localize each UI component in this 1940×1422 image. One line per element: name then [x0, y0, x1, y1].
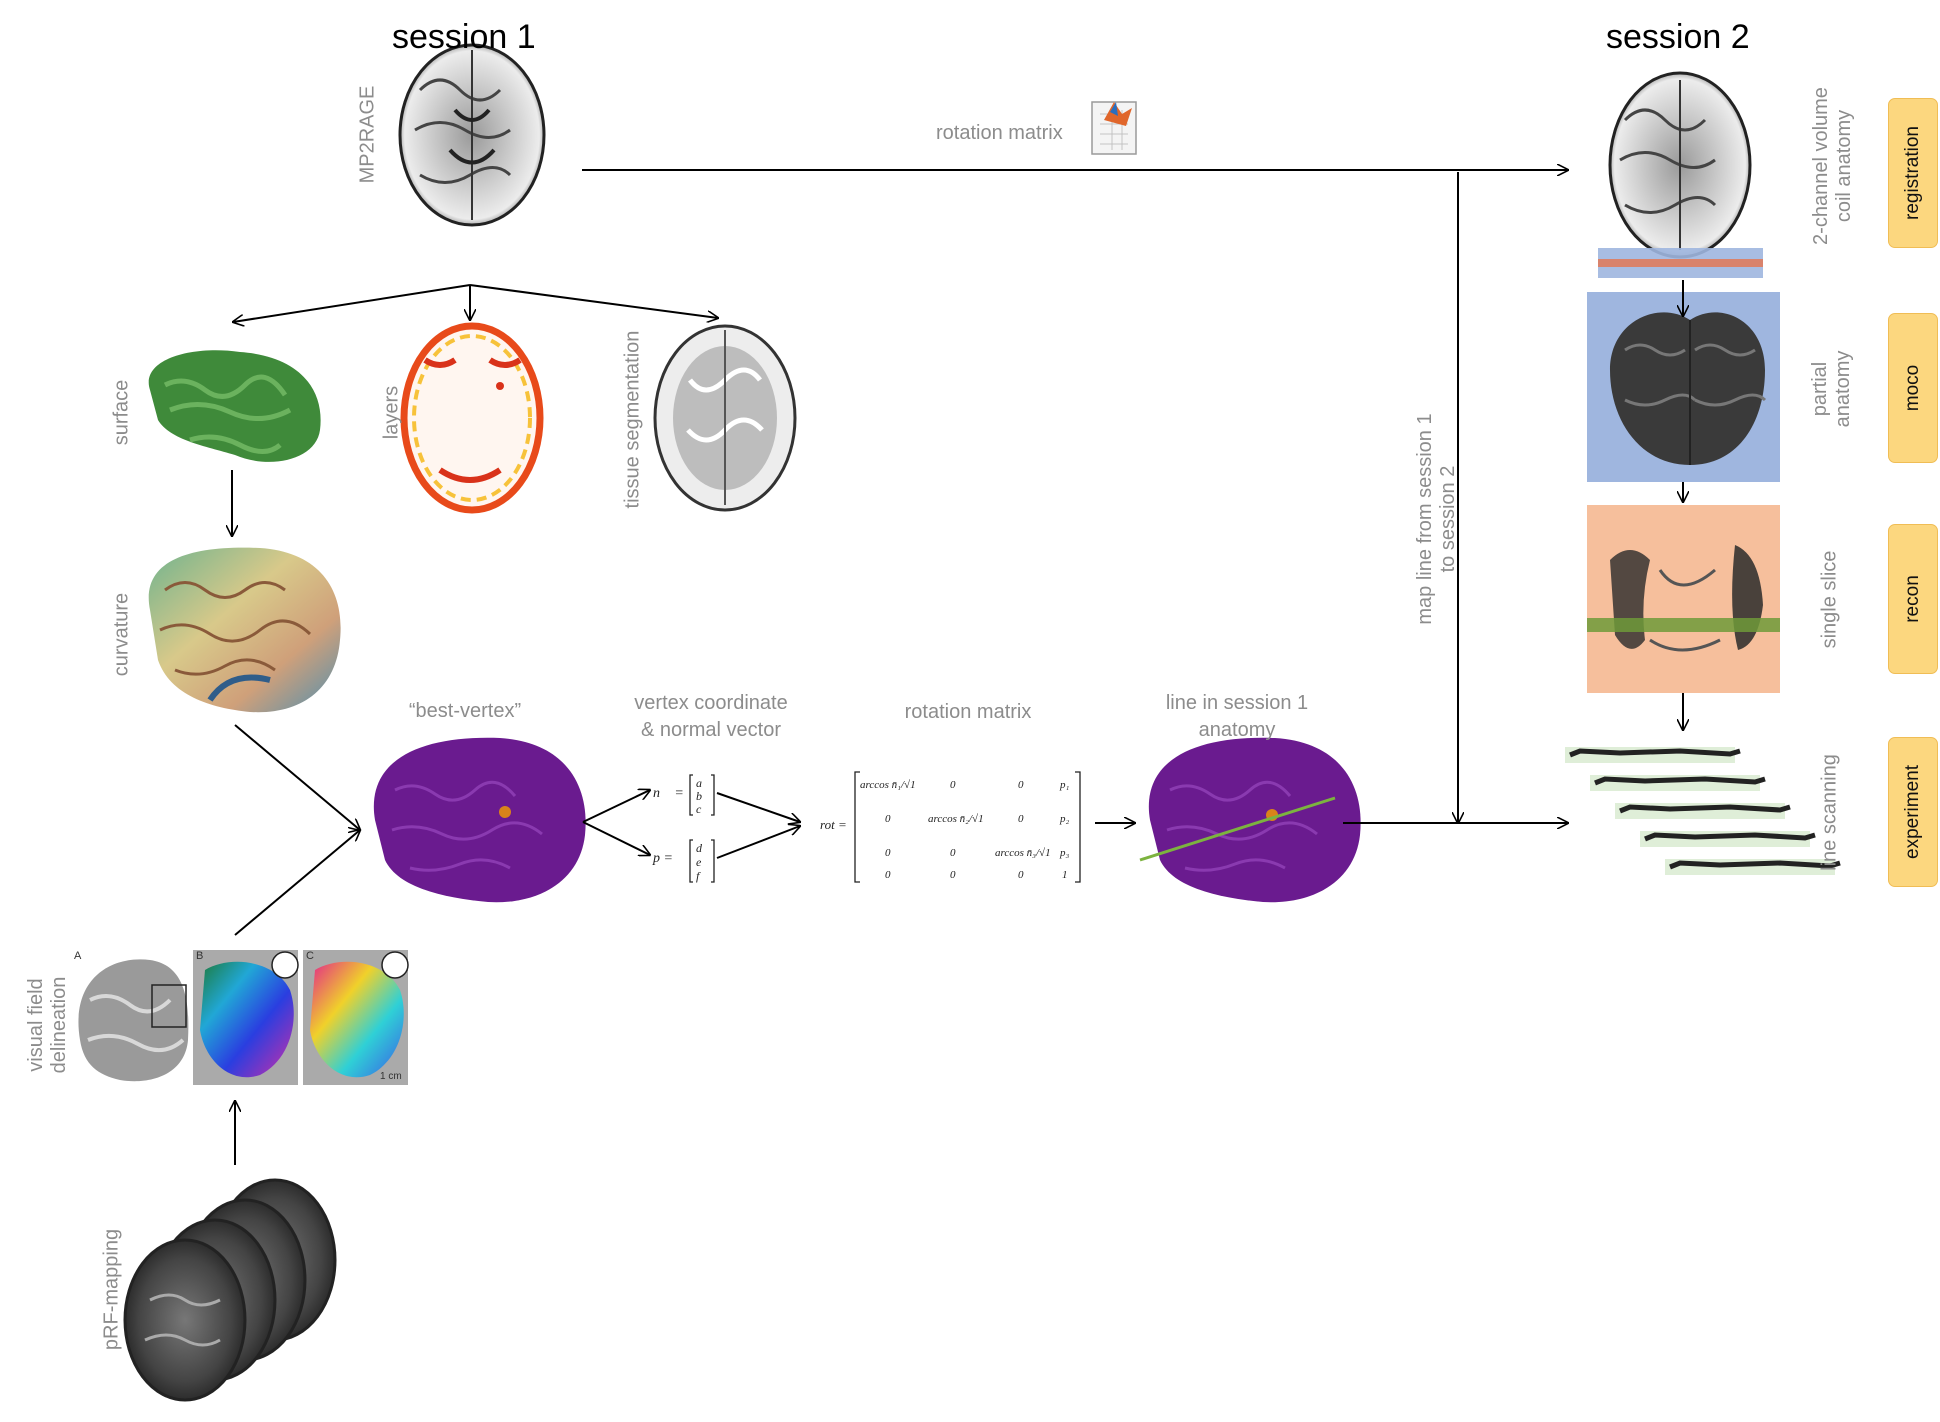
line-session1-brain-image	[1139, 737, 1361, 903]
svg-text:0: 0	[950, 779, 956, 791]
coil-anatomy-label-line-1: 2-channel volume	[1810, 87, 1832, 245]
layers-label: layers	[380, 385, 403, 440]
coil-anatomy-image	[1598, 71, 1763, 278]
svg-text:b: b	[696, 789, 702, 803]
tissue-segmentation-label: tissue segmentation	[621, 330, 644, 509]
svg-text:rot =: rot =	[820, 817, 847, 832]
layers-image	[400, 322, 544, 514]
rotation-matrix-mid-label: rotation matrix	[904, 701, 1032, 723]
stage-experiment-button[interactable]: experiment	[1888, 737, 1938, 887]
best-vertex-brain-image	[373, 737, 586, 903]
stage-registration-label: registration	[1902, 126, 1923, 220]
rotation-matrix-top-label: rotation matrix	[936, 122, 1063, 144]
stage-moco-button[interactable]: moco	[1888, 313, 1938, 463]
stage-recon-button[interactable]: recon	[1888, 524, 1938, 674]
partial-anatomy-label: partial anatomy	[1809, 344, 1855, 434]
vertex-vectors: n⃗ = a b c p = d e f	[652, 774, 715, 883]
svg-text:p₁: p₁	[1059, 779, 1070, 791]
svg-text:n⃗ =: n⃗ =	[653, 786, 684, 801]
line-session1-label-line-1: line in session 1	[1165, 692, 1309, 714]
vertex-coordinate-label-line-1: vertex coordinate	[634, 692, 788, 714]
svg-text:0: 0	[885, 813, 891, 825]
scan-line	[1619, 804, 1791, 814]
svg-text:arccos n̄₂/√1: arccos n̄₂/√1	[928, 813, 984, 825]
visual-field-label-line-1: visual field	[25, 978, 47, 1072]
single-slice-label: single slice	[1818, 550, 1841, 649]
prf-mapping-label: pRF-mapping	[100, 1228, 123, 1351]
session-2-title: session 2	[1606, 18, 1750, 56]
svg-text:0: 0	[950, 869, 956, 881]
svg-text:0: 0	[1018, 869, 1024, 881]
panel-a-label: A	[74, 950, 82, 962]
best-vertex-label: “best-vertex”	[408, 700, 522, 722]
matlab-file-icon	[1091, 101, 1137, 155]
visual-field-panels	[72, 950, 409, 1085]
svg-text:0: 0	[1018, 813, 1024, 825]
prf-mapping-image	[123, 1178, 337, 1402]
svg-text:e: e	[696, 855, 702, 869]
rotation-matrix-equation: rot = arccos n̄₁/√1 0 0 p₁ 0 arccos n̄₂/…	[820, 771, 1081, 883]
map-line-label-line-2: to session 2	[1437, 465, 1459, 573]
partial-anatomy-label-line-1: partial	[1809, 361, 1831, 417]
partial-anatomy-label-line-2: anatomy	[1832, 350, 1854, 428]
scan-line	[1594, 776, 1766, 786]
svg-text:arccos n̄₁/√1: arccos n̄₁/√1	[860, 779, 916, 791]
svg-text:0: 0	[885, 847, 891, 859]
stage-experiment-label: experiment	[1902, 765, 1923, 859]
svg-text:0: 0	[885, 869, 891, 881]
svg-text:a: a	[696, 776, 702, 790]
vertex-coordinate-label-line-2: & normal vector	[640, 719, 782, 741]
line-scanning-label: line scanning	[1818, 754, 1841, 871]
visual-field-label-line-2: delineation	[48, 976, 70, 1074]
svg-text:d: d	[696, 841, 703, 855]
mp2rage-brain-image	[398, 43, 546, 227]
surface-image	[148, 350, 321, 462]
stage-recon-label: recon	[1902, 575, 1923, 623]
surface-label: surface	[110, 379, 133, 446]
mp2rage-label: MP2RAGE	[356, 85, 379, 184]
scan-line	[1644, 832, 1816, 842]
line-session1-label-line-2: anatomy	[1198, 719, 1276, 741]
svg-text:p =: p =	[652, 851, 673, 866]
single-slice-image	[1587, 505, 1780, 693]
svg-text:0: 0	[1018, 779, 1024, 791]
svg-text:c: c	[696, 802, 702, 816]
svg-text:0: 0	[950, 847, 956, 859]
svg-text:f: f	[696, 869, 701, 883]
panel-b-label: B	[196, 950, 204, 962]
session-1-title: session 1	[392, 18, 536, 56]
map-line-label-line-1: map line from session 1	[1414, 413, 1436, 625]
coil-anatomy-label: 2-channel volume coil anatomy	[1810, 76, 1856, 256]
map-line-label: map line from session 1 to session 2	[1414, 389, 1460, 649]
svg-text:arccos n̄₃/√1: arccos n̄₃/√1	[995, 847, 1051, 859]
tissue-segmentation-image	[653, 324, 797, 512]
scan-line	[1569, 748, 1741, 758]
arrows	[232, 170, 1683, 1165]
svg-text:p₂: p₂	[1059, 813, 1070, 825]
panel-c-label: C	[306, 950, 314, 962]
visual-field-label: visual field delineation	[25, 965, 71, 1085]
line-scanning-image	[1565, 747, 1841, 875]
curvature-image	[148, 547, 341, 713]
stage-moco-label: moco	[1902, 364, 1923, 412]
coil-anatomy-label-line-2: coil anatomy	[1833, 109, 1855, 223]
stage-registration-button[interactable]: registration	[1888, 98, 1938, 248]
scale-bar-label: 1 cm	[380, 1071, 402, 1082]
svg-text:p₃: p₃	[1059, 847, 1070, 859]
curvature-label: curvature	[110, 592, 133, 677]
scan-line	[1669, 860, 1841, 870]
partial-anatomy-image	[1587, 292, 1780, 482]
svg-text:1: 1	[1062, 869, 1068, 881]
